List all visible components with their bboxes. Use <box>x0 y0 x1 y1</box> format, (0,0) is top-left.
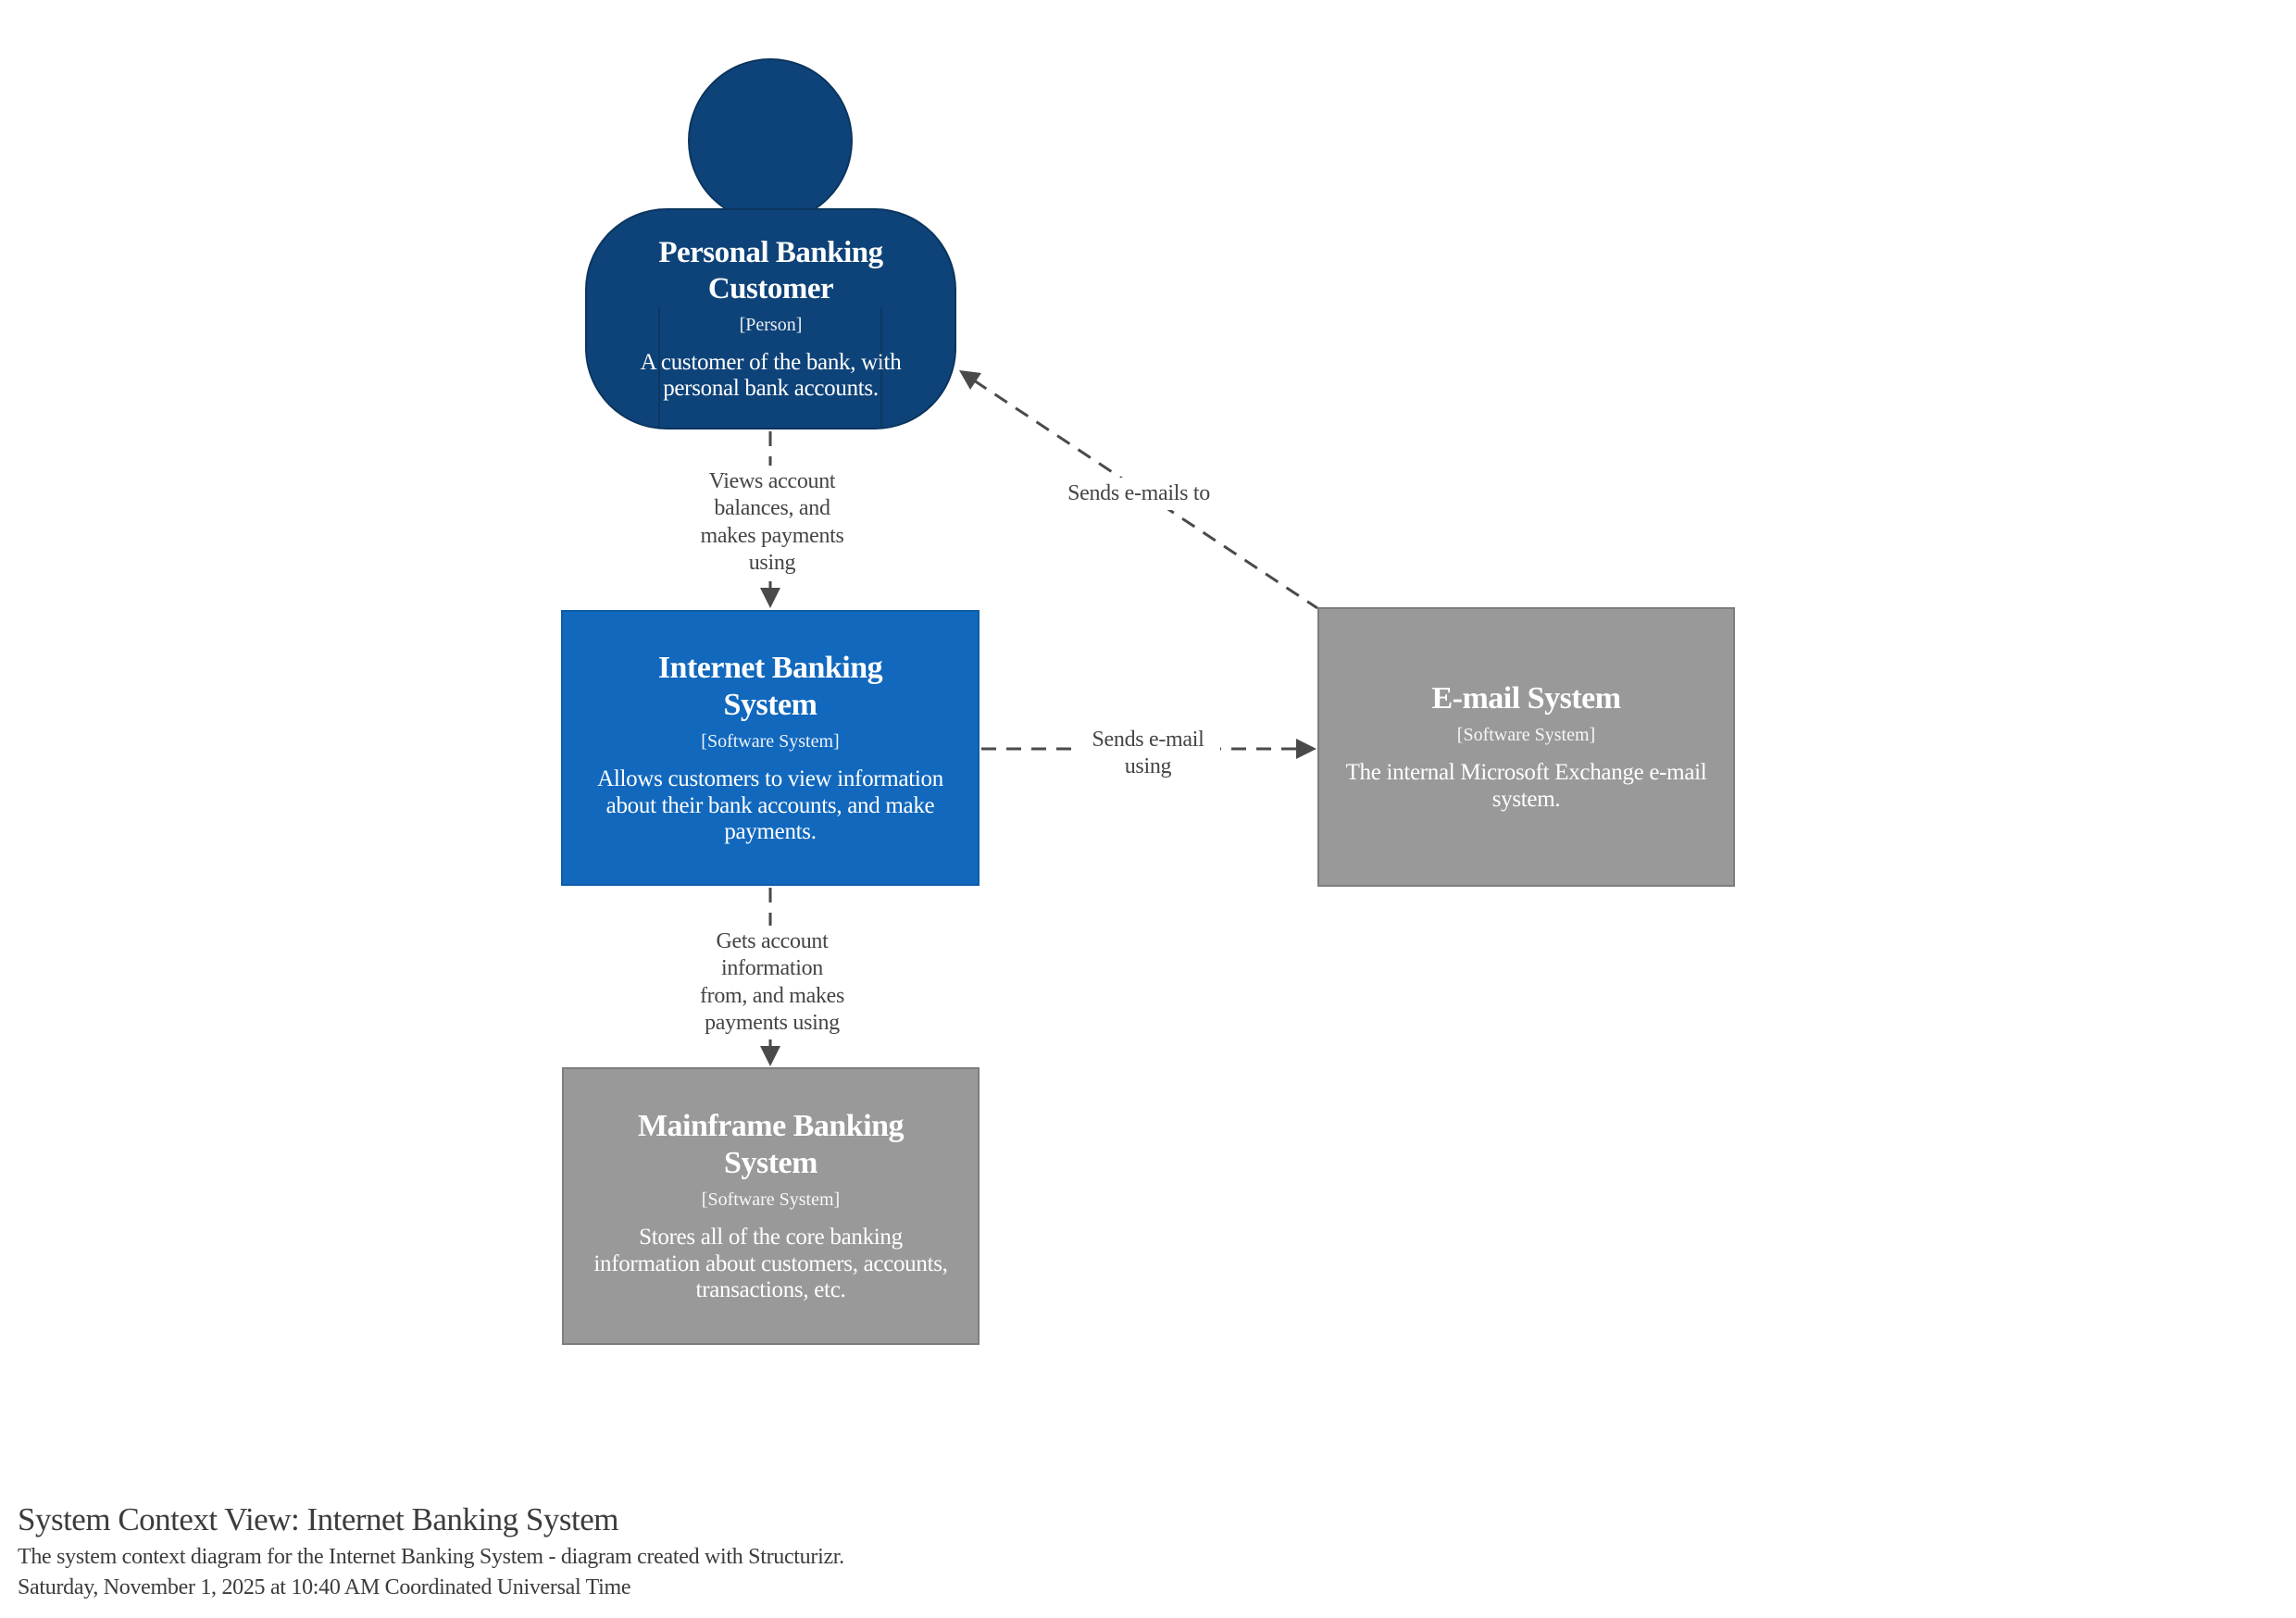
diagram-description: The system context diagram for the Inter… <box>18 1545 844 1569</box>
node-type-label: [Software System] <box>1456 725 1596 746</box>
diagram-title: System Context View: Internet Banking Sy… <box>18 1501 618 1537</box>
node-type-label: [Software System] <box>701 1189 841 1210</box>
person-head-icon <box>688 58 853 223</box>
relationship-label-internet-banking-to-mainframe: Gets account information from, and makes… <box>693 926 851 1040</box>
diagram-timestamp: Saturday, November 1, 2025 at 10:40 AM C… <box>18 1575 631 1599</box>
node-description: A customer of the bank, with personal ba… <box>640 349 902 402</box>
arrowhead-email-to-person <box>959 370 981 390</box>
node-title: Internet Banking System <box>657 650 883 722</box>
node-type-label: [Person] <box>739 314 803 335</box>
node-title: Mainframe Banking System <box>637 1108 905 1180</box>
node-mainframe-banking-system: Mainframe Banking System [Software Syste… <box>562 1067 980 1345</box>
relationship-label-internet-banking-to-email: Sends e-mail using <box>1076 724 1220 784</box>
arrowhead-internet-banking-to-mainframe <box>760 1046 780 1066</box>
person-arm-line <box>658 307 660 428</box>
node-personal-banking-customer: Personal Banking Customer [Person] A cus… <box>585 208 956 429</box>
relationship-label-person-to-internet-banking: Views account balances, and makes paymen… <box>691 466 854 580</box>
node-description: The internal Microsoft Exchange e-mail s… <box>1345 760 1707 813</box>
arrowhead-person-to-internet-banking <box>760 588 780 608</box>
node-email-system: E-mail System [Software System] The inte… <box>1317 607 1735 887</box>
node-internet-banking-system: Internet Banking System [Software System… <box>561 610 980 886</box>
person-arm-line <box>880 307 882 428</box>
node-description: Allows customers to view information abo… <box>597 765 943 845</box>
arrowhead-internet-banking-to-email <box>1296 739 1316 759</box>
node-title: E-mail System <box>1431 681 1621 716</box>
node-title: Personal Banking Customer <box>658 235 883 305</box>
node-description: Stores all of the core banking informati… <box>593 1224 948 1303</box>
relationship-label-email-to-person: Sends e-mails to <box>1054 478 1223 511</box>
node-type-label: [Software System] <box>701 730 840 752</box>
